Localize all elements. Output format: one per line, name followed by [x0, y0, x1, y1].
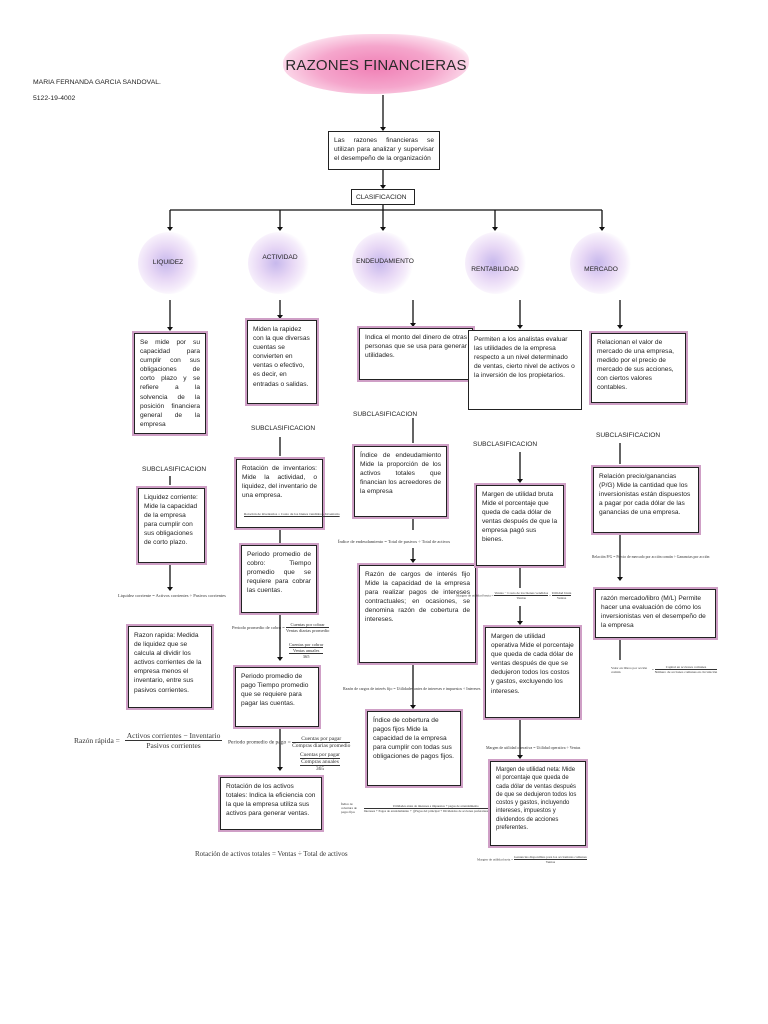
cobertura-pagos-fijos-box: Índice de cobertura de pagos fijos Mide … — [367, 711, 461, 786]
periodo-pago-formula-alt: Cuentas por pagar Compras anuales 365 — [300, 752, 340, 772]
actividad-subclasificacion-label: SUBCLASIFICACION — [251, 425, 315, 434]
cobertura-pagos-fijos-formula: Índice de cobertura de pagos fijos Utili… — [341, 802, 508, 814]
category-label-liquidez: LIQUIDEZ — [128, 259, 208, 266]
mercado-libro-formula-lhs: Valor en libros por acción común — [611, 666, 651, 674]
margen-neta-formula-lhs: Margen de utilidad neta = — [477, 858, 513, 862]
razon-mercado-libro-box: razón mercado/libro (M/L) Permite hacer … — [595, 589, 716, 638]
margen-utilidad-operativa-text: Margen de utilidad operativa Mide el por… — [491, 633, 574, 695]
mercado-description: Relacionan el valor de mercado de una em… — [597, 339, 674, 391]
endeudamiento-subclasificacion-label: SUBCLASIFICACION — [353, 411, 417, 420]
razon-mercado-libro-text: razón mercado/libro (M/L) Permite hacer … — [601, 595, 706, 629]
razon-rapida-formula-den: Pasivos corrientes — [125, 741, 223, 750]
liquidez-corriente-box: Liquidez corriente: Mide la capacidad de… — [138, 488, 205, 563]
periodo-pago-formula-den: Compras diarias promedio — [292, 743, 350, 749]
margen-utilidad-neta-box: Margen de utilidad neta: Mide el porcent… — [490, 761, 586, 846]
rotacion-inventarios-box: Rotación de inventarios: Mide la activid… — [236, 459, 323, 528]
periodo-pago-formula-den3: 365 — [300, 766, 340, 772]
mercado-libro-formula: Valor en libros por acción común = Capit… — [611, 665, 717, 674]
root-definition-text: Las razones financieras se utilizan para… — [334, 137, 434, 162]
category-circle-rentabilidad — [465, 232, 527, 294]
rentabilidad-description: Permiten a los analistas evaluar las uti… — [474, 336, 575, 379]
periodo-promedio-pago-text: Periodo promedio de pago Tiempo promedio… — [241, 673, 308, 707]
margen-neta-formula-den: Ventas — [514, 860, 587, 864]
razon-rapida-box: Razon rapida: Medida de liquidez que se … — [128, 626, 212, 708]
liquidez-corriente-formula: Liquidez corriente = Activos corrientes … — [118, 593, 226, 598]
cargos-interes-fijo-text: Razón de cargos de interés fijo Mide la … — [365, 571, 470, 623]
rotacion-inventarios-text: Rotación de inventarios: Mide la activid… — [242, 465, 317, 499]
category-circle-actividad — [248, 232, 310, 294]
author-id: 5122-19-4002 — [33, 94, 75, 103]
mercado-subclasificacion-label: SUBCLASIFICACION — [596, 432, 660, 441]
indice-endeudamiento-box: Índice de endeudamiento Mide la proporci… — [354, 446, 447, 517]
razon-rapida-formula: Razón rápida = Activos corrientes − Inve… — [74, 731, 222, 750]
razon-rapida-text: Razon rapida: Medida de liquidez que se … — [134, 632, 201, 694]
liquidez-subclasificacion-label: SUBCLASIFICACION — [142, 466, 206, 475]
rentabilidad-subclasificacion-label: SUBCLASIFICACION — [473, 441, 537, 450]
category-label-endeudamiento: ENDEUDAMIENTO — [345, 258, 425, 265]
margen-bruta-formula-den: Ventas — [494, 596, 548, 600]
margen-utilidad-bruta-text: Margen de utilidad bruta Mide el porcent… — [482, 491, 557, 543]
periodo-pago-formula-den2: Compras anuales — [300, 759, 340, 766]
periodo-pago-formula-num: Cuentas por pagar — [292, 736, 350, 743]
margen-utilidad-operativa-box: Margen de utilidad operativa Mide el por… — [485, 627, 580, 718]
liquidez-description: Se mide por su capacidad para cumplir co… — [140, 339, 200, 428]
periodo-cobro-formula-den: Ventas diarias promedio — [286, 628, 330, 633]
indice-endeudamiento-formula: Índice de endeudamiento = Total de pasiv… — [338, 539, 450, 544]
relacion-pg-formula: Relación P/G = Precio de mercado por acc… — [592, 555, 709, 559]
periodo-cobro-formula: Periodo promedio de cobro = Cuentas por … — [232, 622, 329, 633]
margen-utilidad-bruta-box: Margen de utilidad bruta Mide el porcent… — [476, 485, 564, 566]
endeudamiento-description-box: Indica el monto del dinero de otras pers… — [359, 328, 473, 380]
cobertura-formula-den: Intereses + Pagos de arrendamiento + {(P… — [364, 809, 508, 813]
cobertura-pagos-fijos-text: Índice de cobertura de pagos fijos Mide … — [373, 717, 454, 760]
margen-utilidad-neta-text: Margen de utilidad neta: Mide el porcent… — [496, 767, 576, 831]
author-name: MARIA FERNANDA GARCIA SANDOVAL. — [33, 78, 161, 87]
margen-bruta-formula-den2: Ventas — [552, 596, 572, 600]
category-label-rentabilidad: RENTABILIDAD — [455, 266, 535, 273]
margen-bruta-formula: Margen de utilidad bruta = Ventas − Cost… — [456, 591, 571, 600]
mercado-libro-formula-den: Número de acciones comunes en circulació… — [655, 670, 718, 674]
relacion-precio-ganancias-text: Relación precio/ganancias (P/G) Mide la … — [599, 473, 690, 516]
periodo-promedio-pago-box: Periodo promedio de pago Tiempo promedio… — [235, 667, 319, 727]
cobertura-formula-lhs: Índice de cobertura de pagos fijos — [341, 802, 363, 814]
category-circle-mercado — [570, 232, 632, 294]
category-label-actividad: ACTIVIDAD — [240, 254, 320, 261]
rotacion-activos-formula: Rotación de activos totales = Ventas ÷ T… — [195, 850, 348, 858]
razon-rapida-formula-num: Activos corrientes − Inventario — [125, 731, 223, 741]
razon-rapida-formula-lhs: Razón rápida = — [74, 736, 120, 745]
periodo-cobro-formula-lhs: Periodo promedio de cobro = — [232, 625, 285, 630]
rotacion-activos-box: Rotación de los activos totales: Indica … — [220, 777, 322, 830]
cargos-interes-fijo-box: Razón de cargos de interés fijo Mide la … — [359, 565, 476, 663]
periodo-pago-formula-lhs: Periodo promedio de pago = — [228, 740, 291, 746]
actividad-description: Miden la rapidez con la que diversas cue… — [253, 326, 310, 388]
periodo-pago-formula: Periodo promedio de pago = Cuentas por p… — [228, 736, 350, 749]
indice-endeudamiento-text: Índice de endeudamiento Mide la proporci… — [360, 452, 441, 495]
periodo-cobro-formula-alt: Cuentas por cobrar Ventas anuales 365 — [289, 642, 323, 659]
actividad-description-box: Miden la rapidez con la que diversas cue… — [247, 320, 317, 404]
rotacion-activos-text: Rotación de los activos totales: Indica … — [226, 783, 315, 817]
periodo-pago-formula-num2: Cuentas por pagar — [300, 752, 340, 759]
cargos-interes-fijo-formula: Razón de cargos de interés fijo = Utilid… — [343, 686, 480, 691]
margen-bruta-formula-lhs: Margen de utilidad bruta = — [456, 594, 493, 598]
liquidez-description-box: Se mide por su capacidad para cumplir co… — [134, 333, 206, 434]
page-title: RAZONES FINANCIERAS — [283, 57, 469, 74]
periodo-promedio-cobro-box: Periodo promedio de cobro: Tiempo promed… — [241, 545, 317, 613]
root-definition-box: Las razones financieras se utilizan para… — [328, 131, 440, 170]
relacion-precio-ganancias-box: Relación precio/ganancias (P/G) Mide la … — [593, 467, 699, 533]
periodo-promedio-cobro-text: Periodo promedio de cobro: Tiempo promed… — [247, 551, 311, 594]
margen-operativa-formula: Margen de utilidad operativa = Utilidad … — [486, 745, 580, 750]
periodo-cobro-formula-den3: 365 — [289, 654, 323, 659]
classification-label: CLASIFICACION — [356, 194, 407, 201]
rotacion-inventarios-formula: Rotación de inventarios = Costo de los b… — [244, 512, 340, 516]
rentabilidad-description-box: Permiten a los analistas evaluar las uti… — [468, 330, 582, 410]
category-label-mercado: MERCADO — [561, 266, 641, 273]
liquidez-corriente-text: Liquidez corriente: Mide la capacidad de… — [144, 494, 198, 546]
endeudamiento-description: Indica el monto del dinero de otras pers… — [365, 334, 467, 359]
mercado-description-box: Relacionan el valor de mercado de una em… — [591, 333, 686, 403]
margen-neta-formula: Margen de utilidad neta = Ganancias disp… — [477, 855, 587, 864]
classification-box: CLASIFICACION — [351, 189, 415, 205]
